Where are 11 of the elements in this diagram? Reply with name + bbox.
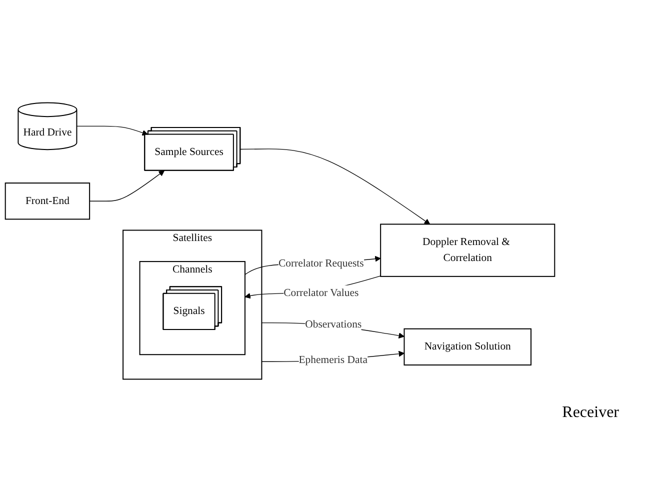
edge-label: Ephemeris Data (298, 354, 368, 366)
node-box: Front-End (4, 182, 90, 220)
arrow (89, 170, 165, 202)
edge-label: Observations (305, 318, 362, 330)
edge-label: Correlator Values (284, 287, 359, 299)
edge-label: Correlator Requests (278, 258, 364, 270)
arrow (76, 126, 148, 136)
node-box: Navigation Solution (404, 328, 532, 366)
arrow (240, 148, 430, 224)
node-box: Doppler Removal & Correlation (380, 224, 556, 277)
diagram-label: Receiver (562, 404, 619, 422)
